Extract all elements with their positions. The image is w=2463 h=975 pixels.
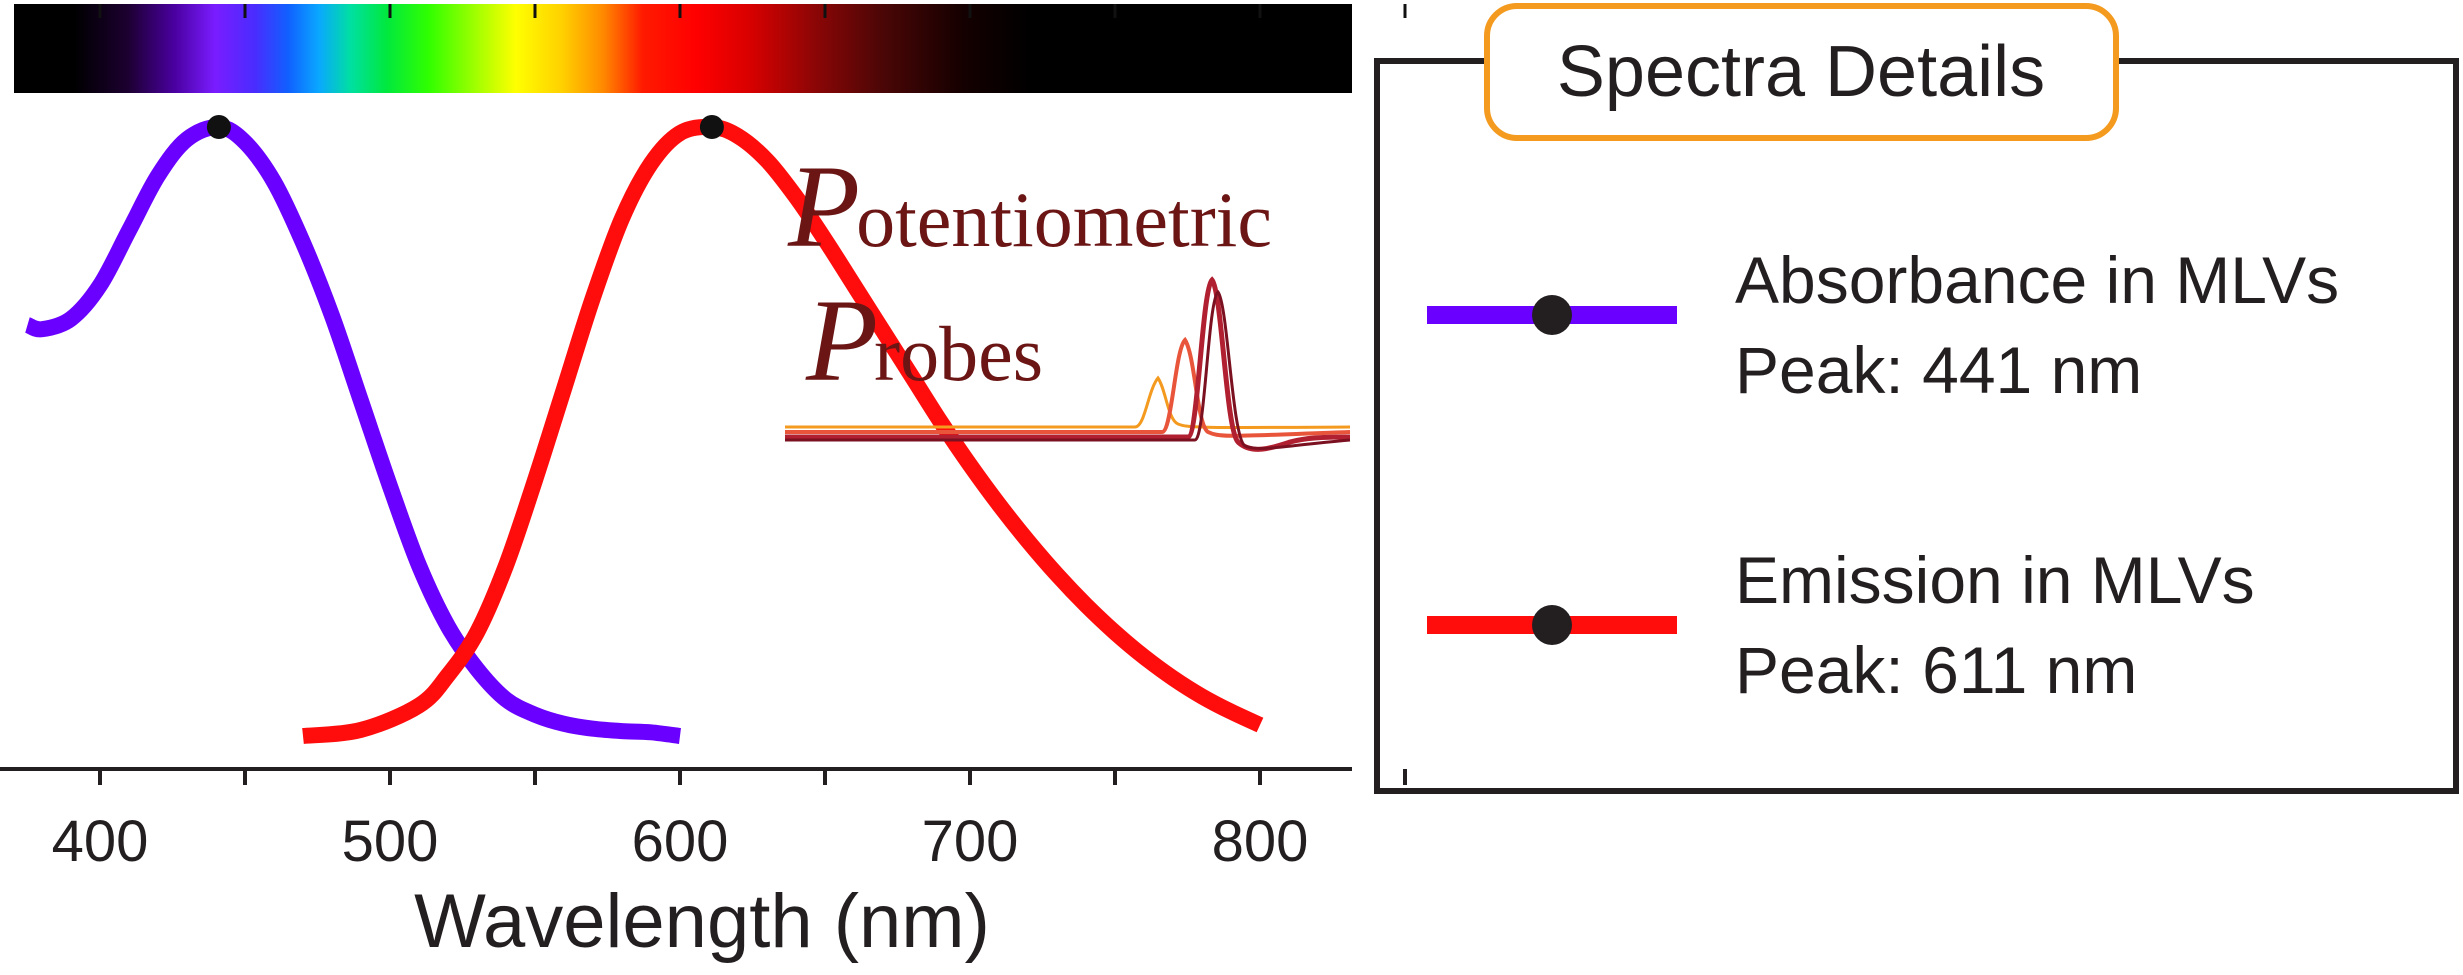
spectrum-bar-ticks <box>98 4 1407 18</box>
legend-peak-emission: Peak: 611 nm <box>1735 633 2137 707</box>
legend: Spectra Details Absorbance in MLVs Peak:… <box>1374 3 2459 794</box>
action-potential-traces-icon <box>785 276 1351 452</box>
x-tick-label-400: 400 <box>52 809 149 874</box>
series-line-emission <box>302 118 1264 744</box>
potentiometric-probes-logo: Potentiometric Probes <box>785 141 1351 452</box>
spectrum-bar <box>14 4 1352 93</box>
legend-entry-absorbance: Absorbance in MLVs Peak: 441 nm <box>1427 243 2339 407</box>
series-layer <box>24 115 1264 744</box>
legend-title: Spectra Details <box>1557 32 2045 112</box>
x-tick-label-500: 500 <box>342 809 439 874</box>
peak-marker-emission <box>699 115 724 139</box>
legend-label-absorbance: Absorbance in MLVs <box>1735 243 2339 317</box>
logo-line-2: Probes <box>805 275 1043 406</box>
legend-entry-emission: Emission in MLVs Peak: 611 nm <box>1427 543 2255 707</box>
x-axis-ticks <box>98 769 1407 785</box>
logo-line-1: Potentiometric <box>787 141 1272 272</box>
legend-label-emission: Emission in MLVs <box>1735 543 2255 617</box>
series-line-absorbance <box>24 118 682 744</box>
peak-marker-absorbance <box>206 115 231 139</box>
x-axis-tick-labels: 400 500 600 700 800 <box>52 809 1309 874</box>
x-tick-label-600: 600 <box>632 809 729 874</box>
x-tick-label-700: 700 <box>922 809 1019 874</box>
legend-peak-absorbance: Peak: 441 nm <box>1735 333 2142 407</box>
legend-marker-absorbance-icon <box>1532 295 1572 335</box>
x-axis-label: Wavelength (nm) <box>414 879 990 964</box>
legend-marker-emission-icon <box>1532 605 1572 645</box>
x-tick-label-800: 800 <box>1212 809 1309 874</box>
legend-title-box <box>1484 3 2119 141</box>
